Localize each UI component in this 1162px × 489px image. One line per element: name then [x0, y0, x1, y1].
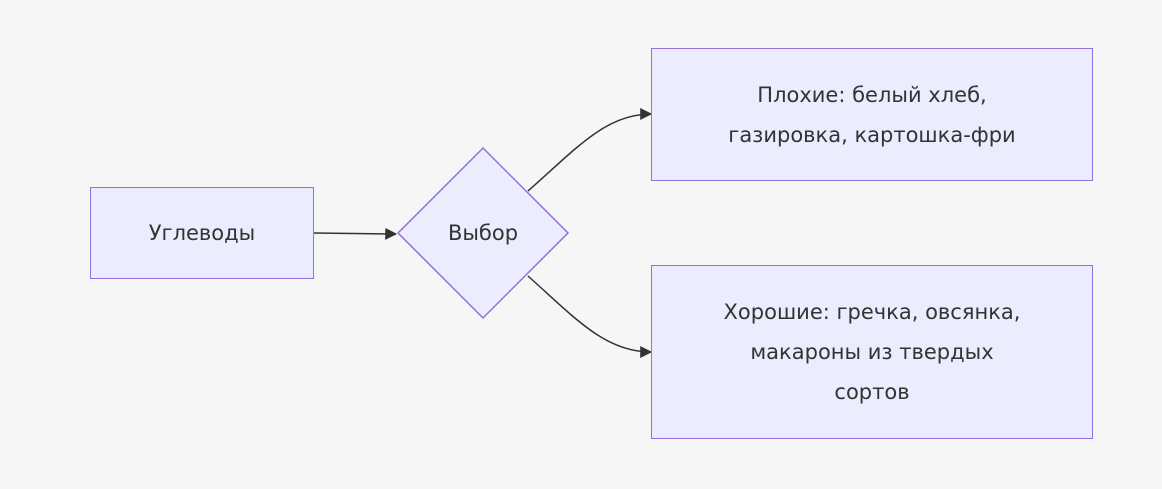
edge-carbs-to-choice [313, 227, 398, 240]
node-bad-carbs-label: Плохие: белый хлеб, газировка, картошка-… [728, 82, 1016, 147]
node-carbs-label: Углеводы [148, 221, 256, 245]
node-carbs: Углеводы [90, 187, 314, 279]
node-good-carbs: Хорошие: гречка, овсянка, макароны из тв… [651, 265, 1093, 439]
edge-choice-to-bad [527, 108, 653, 192]
choice-diamond [396, 146, 570, 320]
edge-choice-to-good [527, 275, 653, 358]
node-bad-carbs: Плохие: белый хлеб, газировка, картошка-… [651, 48, 1093, 181]
node-good-carbs-label: Хорошие: гречка, овсянка, макароны из тв… [723, 300, 1021, 404]
